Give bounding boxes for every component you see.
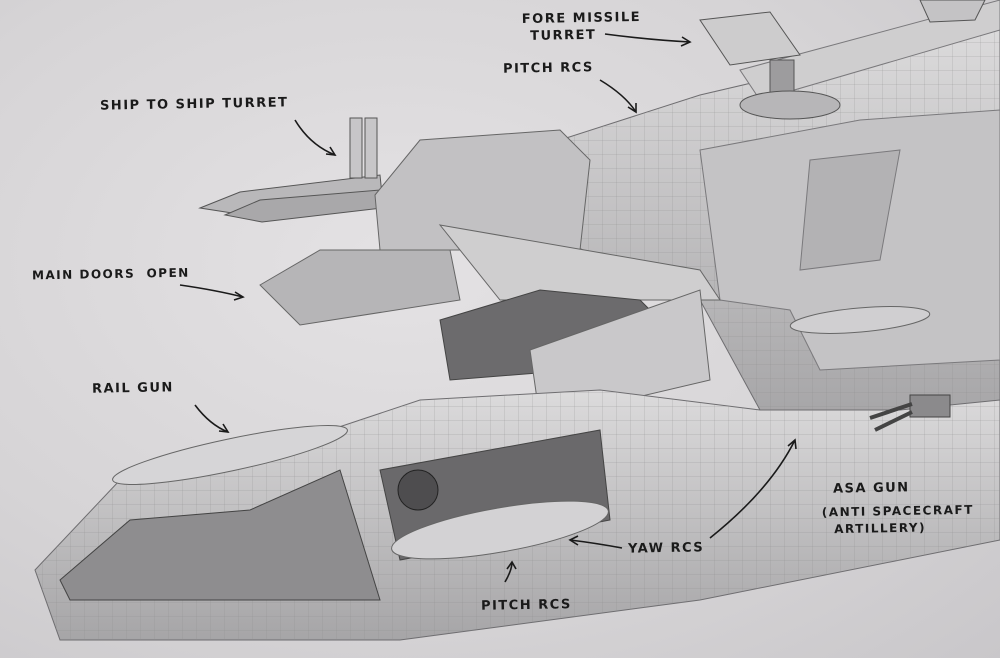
label-line: Fore missile: [521, 9, 642, 28]
ship-to-ship-turret: [198, 117, 383, 223]
label-fore-missile-turret: Fore missile turret: [522, 9, 642, 45]
label-yaw-rcs: Yaw RCS: [627, 540, 705, 557]
fore-missile-turret: [699, 0, 986, 120]
label-line: (Anti spacecraft: [821, 502, 974, 520]
label-asa-gun-detail: (Anti spacecraft artillery): [822, 502, 975, 539]
label-line: artillery): [834, 520, 927, 537]
label-pitch-rcs-bottom: Pitch RCS: [480, 597, 572, 614]
label-ship-to-ship-turret: Ship to ship turret: [99, 95, 289, 114]
annotation-arrows: [179, 33, 797, 583]
lower-hull: [34, 306, 1000, 641]
label-pitch-rcs-top: Pitch RCS: [502, 60, 594, 77]
label-main-doors-open: Main doors open: [31, 265, 190, 283]
label-line: turret: [530, 27, 597, 44]
main-doors: [259, 129, 721, 421]
label-rail-gun: Rail gun: [91, 380, 174, 397]
asa-gun: [869, 394, 951, 432]
label-asa-gun: Asa gun: [832, 480, 910, 497]
